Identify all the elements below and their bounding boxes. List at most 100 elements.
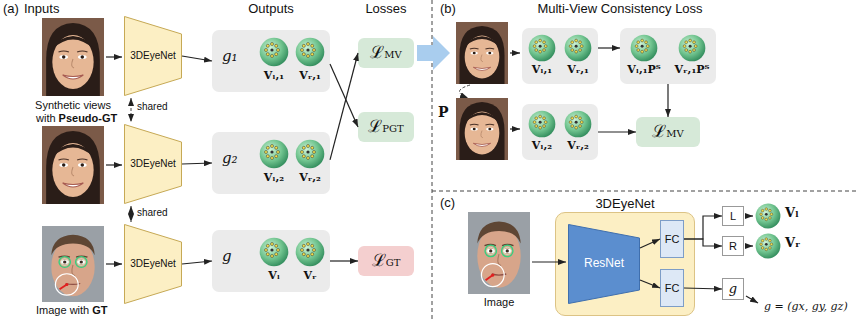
flow-connector	[667, 84, 668, 117]
panel-divider	[432, 191, 856, 192]
face-image	[42, 226, 104, 302]
output-symbol: Vᵣ,₁Pᵀ	[674, 64, 709, 77]
transform-arrow	[459, 85, 470, 98]
eyeball	[296, 140, 325, 169]
gaze-box: g	[722, 278, 744, 300]
network-trapezoid: 3DEyeNet	[124, 224, 182, 304]
trapezoid-shape	[125, 125, 182, 204]
eyeball	[756, 234, 781, 259]
gaze-symbol: g	[729, 282, 737, 297]
loss-box: ℒMV	[636, 117, 700, 147]
eyeball	[296, 238, 325, 267]
output-symbol: Vᵣ	[303, 270, 316, 283]
output-symbol: Vₗ	[268, 270, 280, 283]
eyeball	[529, 35, 556, 62]
network-container: 3DEyeNetResNetFCFC	[555, 212, 695, 316]
network-name: 3DEyeNet	[130, 50, 176, 62]
output-symbol: Vᵣ,₂	[567, 140, 589, 153]
face-image	[42, 126, 104, 204]
shared-weights-arrows	[131, 98, 132, 222]
flow-connector	[182, 163, 212, 164]
output-symbol: Vᵣ,₁	[299, 70, 321, 83]
network-name: 3DEyeNet	[130, 158, 176, 170]
flow-connector	[684, 216, 722, 239]
flow-connector	[684, 239, 722, 246]
panel-tag: (c)	[440, 196, 455, 211]
output-box: g₂ Vₗ,₂ Vᵣ,₂	[212, 132, 330, 194]
flow-connector	[182, 261, 212, 264]
input-arrows	[106, 53, 758, 303]
column-title: Outputs	[248, 2, 294, 17]
eyeball	[260, 238, 289, 267]
flow-arrow	[417, 36, 450, 70]
input-caption: Pseudo-GT	[59, 112, 118, 125]
eyeball	[679, 35, 706, 62]
input-caption: Synthetic views	[35, 99, 111, 112]
loss-box: ℒMV	[358, 38, 414, 68]
shared-note: shared	[137, 207, 168, 219]
loss-box: ℒPGT	[358, 112, 414, 142]
output-box: Vₗ,₂ Vᵣ,₂	[522, 104, 598, 160]
network-name: 3DEyeNet	[595, 197, 654, 212]
fc-layer: FC	[660, 220, 684, 258]
eyeball	[529, 111, 556, 138]
loss-box: ℒGT	[358, 246, 414, 276]
loss-name: ℒPGT	[368, 117, 403, 137]
eye-side-box: R	[722, 236, 744, 256]
flow-connector	[182, 56, 212, 61]
loss-name: ℒMV	[652, 122, 683, 142]
eye-symbol: Vₗ	[785, 206, 799, 221]
flow-connector	[598, 47, 620, 48]
input-caption: GT	[92, 304, 107, 317]
trapezoid-shape	[125, 225, 182, 304]
flow-connector	[640, 280, 660, 288]
eyeball	[756, 204, 781, 229]
output-symbol: Vₗ,₂	[264, 172, 284, 185]
layer-name: FC	[665, 282, 680, 295]
backbone-name: ResNet	[584, 257, 624, 271]
backbone-trapezoid: ResNet	[568, 224, 640, 304]
loss-name: ℒMV	[370, 43, 401, 63]
output-symbol: Vₗ,₂	[532, 140, 552, 153]
flow-connector	[330, 260, 358, 261]
output-symbol: g	[222, 248, 232, 265]
fc-layer: FC	[660, 269, 684, 307]
input-caption: Image with	[36, 304, 89, 317]
face-image	[456, 22, 508, 84]
output-box: Vₗ,₁Pᵀ Vᵣ,₁Pᵀ	[620, 28, 716, 84]
transform-symbol: P	[438, 104, 449, 120]
output-symbol: Vᵣ,₁	[567, 64, 589, 77]
network-trapezoid: 3DEyeNet	[124, 16, 182, 96]
shared-note: shared	[137, 101, 168, 113]
face-image	[42, 18, 104, 96]
trapezoid-shape	[569, 225, 640, 304]
gaze-formula: g = (gx, gy, gz)	[764, 301, 848, 314]
eye-symbol: Vᵣ	[785, 236, 800, 251]
eye-side: L	[730, 210, 736, 223]
flow-connector	[330, 53, 358, 160]
output-symbol: g₂	[222, 150, 238, 167]
output-symbol: Vₗ,₁	[532, 64, 552, 77]
flow-connector	[330, 64, 358, 127]
output-symbol: Vᵣ,₂	[299, 172, 321, 185]
panel-divider	[432, 0, 433, 321]
network-trapezoid: 3DEyeNet	[124, 124, 182, 204]
output-symbol: Vₗ,₁Pᵀ	[627, 64, 661, 77]
layer-name: FC	[665, 233, 680, 246]
face-image	[468, 212, 530, 294]
output-symbol: g₁	[222, 48, 238, 65]
eyeball	[565, 111, 592, 138]
output-box: gVₗ Vᵣ	[212, 230, 330, 292]
eyeball	[260, 38, 289, 67]
eye-side: R	[729, 240, 737, 253]
eyeball	[631, 35, 658, 62]
eye-side-box: L	[722, 206, 744, 226]
eyeball	[260, 140, 289, 169]
output-box: Vₗ,₁ Vᵣ,₁	[522, 28, 598, 84]
eyeball	[565, 35, 592, 62]
